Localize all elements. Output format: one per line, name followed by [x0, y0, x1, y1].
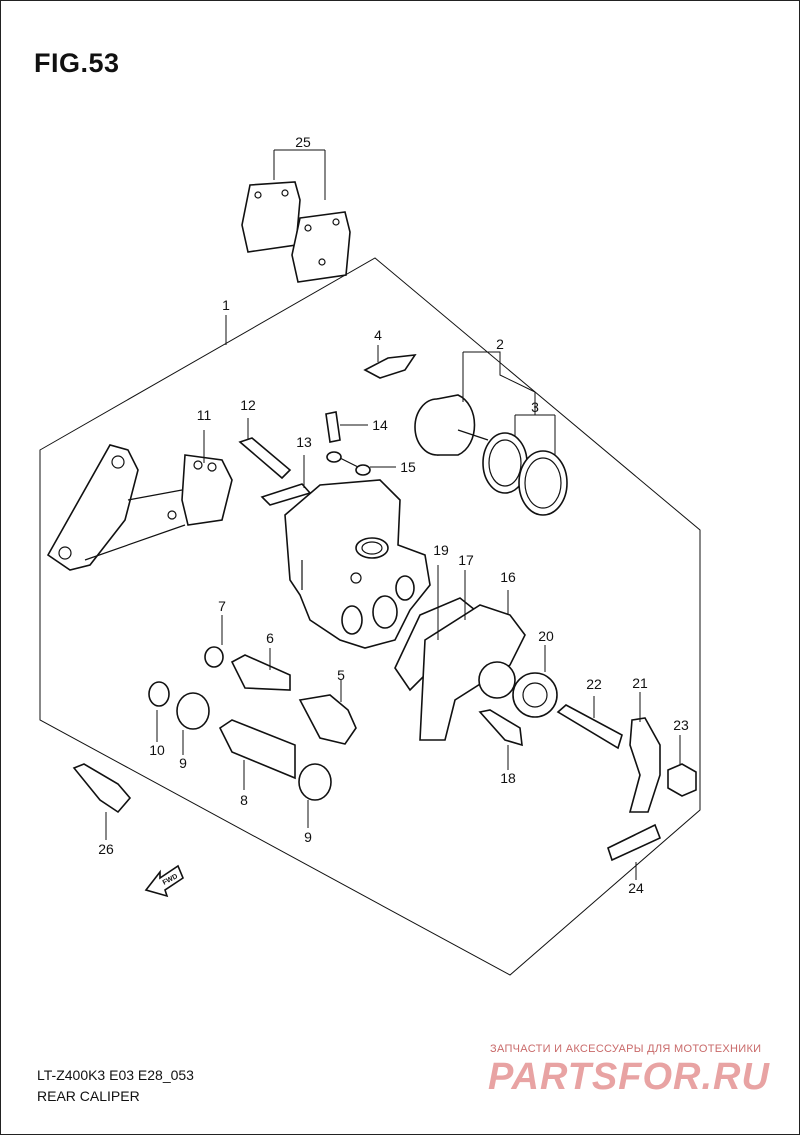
callout-23: 23	[673, 717, 689, 733]
model-code: LT-Z400K3 E03 E28_053	[37, 1067, 194, 1083]
piston-and-seals-drawing	[414, 394, 568, 516]
small-parts-drawing	[72, 354, 417, 814]
figure-title: FIG.53	[34, 48, 120, 78]
watermark-tagline: ЗАПЧАСТИ И АКСЕССУАРЫ ДЛЯ МОТОТЕХНИКИ	[490, 1043, 762, 1055]
callout-11: 11	[197, 407, 212, 423]
callout-20: 20	[538, 628, 554, 644]
watermark-brand: PARTSFOR.RU	[488, 1056, 770, 1098]
parking-brake-parts-drawing	[394, 597, 697, 862]
callout-3: 3	[531, 399, 539, 415]
section-title: REAR CALIPER	[37, 1088, 140, 1104]
callout-17: 17	[458, 552, 474, 568]
callout-25: 25	[295, 134, 311, 150]
callout-5: 5	[337, 667, 345, 683]
leader-lines	[105, 149, 681, 880]
callout-4: 4	[374, 327, 382, 343]
callout-22: 22	[586, 676, 602, 692]
callout-15: 15	[400, 459, 416, 475]
callout-1: 1	[222, 297, 230, 313]
callout-9-upper: 9	[179, 755, 187, 771]
callout-19: 19	[433, 542, 449, 558]
callout-10: 10	[149, 742, 165, 758]
callout-26: 26	[98, 841, 114, 857]
callout-8: 8	[240, 792, 248, 808]
caliper-body-drawing	[284, 479, 431, 649]
callout-12: 12	[240, 397, 256, 413]
callout-13: 13	[296, 434, 312, 450]
callout-18: 18	[500, 770, 516, 786]
callout-24: 24	[628, 880, 644, 896]
callout-labels: 1 2 3 4 5 6 7 8 9 9 10 11 12 13 14 15 16…	[98, 134, 689, 896]
caliper-bracket-drawing	[46, 444, 233, 571]
fwd-arrow: FWD	[144, 864, 184, 898]
callout-9-lower: 9	[304, 829, 312, 845]
callout-14: 14	[372, 417, 388, 433]
callout-21: 21	[632, 675, 648, 691]
brake-pad-set-drawing	[241, 181, 351, 283]
callout-16: 16	[500, 569, 516, 585]
callout-6: 6	[266, 630, 274, 646]
callout-2: 2	[496, 336, 504, 352]
assembly-outline	[39, 257, 701, 976]
callout-7: 7	[218, 598, 226, 614]
